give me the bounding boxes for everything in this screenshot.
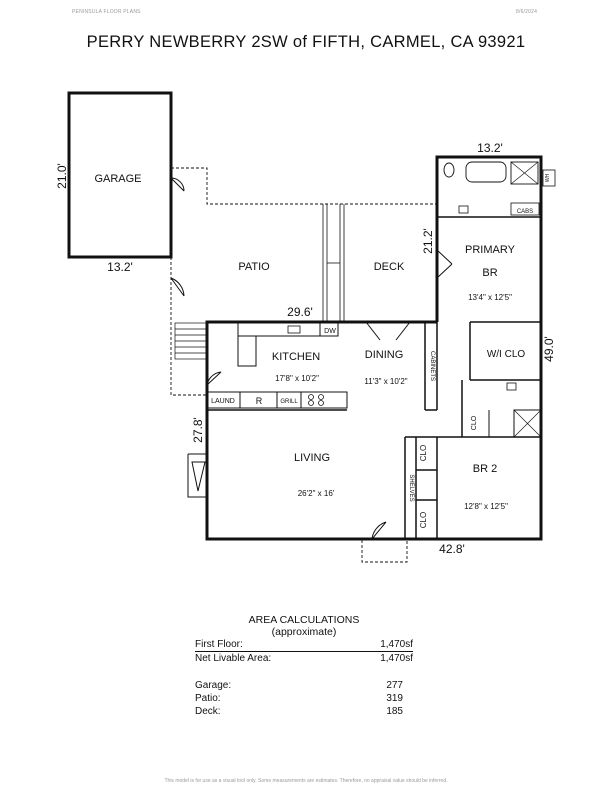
closet-label-3: CLO [471,415,478,430]
area-row: Patio: 319 [195,692,413,705]
garage-bottom-dim: 13.2' [107,260,133,274]
company-header: PENINSULA FLOOR PLANS [72,9,141,15]
living-label: LIVING [294,452,330,464]
right-dim: 49.0' [542,336,556,362]
left-dim: 27.8' [191,417,205,443]
shelves-label: SHELVES [408,474,414,501]
garage-label: GARAGE [94,173,141,185]
primary-door [436,249,453,279]
grill-label: GRILL [280,399,298,405]
patio-door-swing [170,277,185,297]
area-row: Deck: 185 [195,705,413,718]
wi-clo-label: W/I CLO [487,349,526,360]
area-row-value: 1,470sf [380,653,413,664]
area-row-label: Deck: [195,706,221,717]
sink-icon [287,325,301,334]
br2-size: 12'8" x 12'5" [464,502,508,511]
disclaimer-footer: This model is for use as a visual tool o… [164,778,448,784]
toilet-icon [443,162,455,178]
primary-size: 13'4" x 12'5" [468,293,512,302]
fridge-label: R [256,396,263,406]
patio-label: PATIO [238,261,270,273]
shower-icon [510,161,539,185]
garage-door-swing [170,177,185,192]
area-row-label: Garage: [195,680,232,691]
garage-walls [67,91,173,259]
laundry-label: LAUND [211,398,235,405]
cabinets-label: CABINETS [429,351,435,381]
dining-label: DINING [365,349,404,361]
bathtub-icon [465,161,507,183]
front-door [371,521,387,540]
house-exterior-walls [205,155,543,541]
area-row-value: 319 [386,693,403,704]
primary-label-2: BR [482,267,497,279]
area-subtitle: (approximate) [271,626,337,638]
area-row-value: 277 [386,680,403,691]
primary-side-dim: 21.2' [421,228,435,254]
dining-doors [365,321,411,341]
area-calculations: AREA CALCULATIONS (approximate) First Fl… [195,614,413,718]
closet-label-2: CLO [419,512,428,528]
patio-dim: 29.6' [287,305,313,319]
closet-label-1: CLO [419,445,428,461]
area-row: Garage: 277 [195,679,413,692]
area-row: First Floor: 1,470sf [195,638,413,652]
dining-size: 11'3" x 10'2" [364,377,407,386]
area-row: Net Livable Area: 1,470sf [195,652,413,665]
patio-steps [174,322,207,360]
laundry-door [206,371,222,386]
date-header: 8/6/2024 [516,9,538,15]
dishwasher-label: DW [324,328,336,335]
living-size: 26'2" x 16' [298,489,335,498]
deck-label: DECK [374,261,405,273]
primary-label-1: PRIMARY [465,244,516,256]
area-row-value: 185 [386,706,403,717]
cabs-label: CABS [517,209,533,215]
garage-side-dim: 21.0' [55,163,69,189]
bottom-dim: 42.8' [439,542,465,556]
deck-stairs [322,204,345,322]
kitchen-label: KITCHEN [272,351,320,363]
br2-label: BR 2 [473,463,497,475]
primary-top-dim: 13.2' [477,141,503,155]
patio-outline [170,167,437,563]
fireplace [187,453,207,498]
area-row-value: 1,470sf [380,639,413,650]
area-row-label: Net Livable Area: [195,653,272,664]
page-title: PERRY NEWBERRY 2SW of FIFTH, CARMEL, CA … [86,33,526,51]
kitchen-counter [237,321,339,337]
area-title: AREA CALCULATIONS [248,614,360,626]
kitchen-size: 17'8" x 10'2" [275,374,319,383]
cooktop-icon [308,394,324,406]
floor-plan: GARAGE 21.0' 13.2' PATIO DECK 29.6' 13.2… [55,91,556,563]
area-row-label: Patio: [195,693,221,704]
area-row-label: First Floor: [195,639,243,650]
water-heater-label: WH [545,173,551,182]
